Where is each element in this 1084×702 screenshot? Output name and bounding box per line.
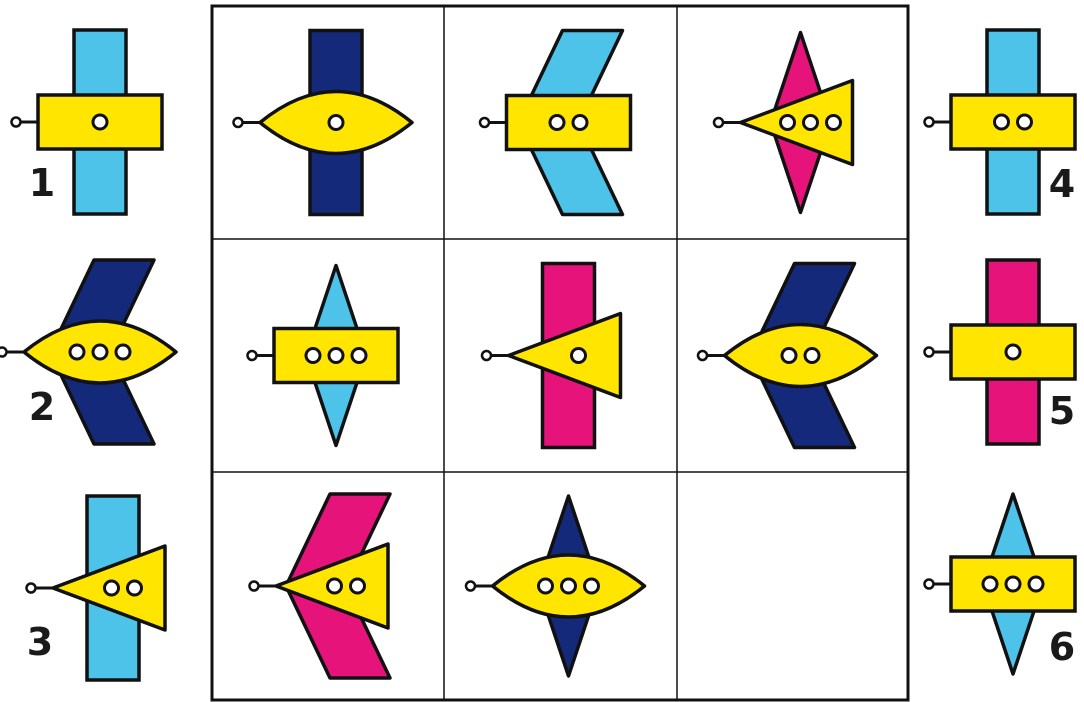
answer-option[interactable]: 2: [0, 260, 176, 444]
window-dot: [572, 349, 586, 363]
option-label: 2: [29, 385, 55, 429]
window-dot: [328, 579, 342, 593]
window-dot: [1006, 577, 1020, 591]
window-dot: [128, 581, 142, 595]
antenna-tip: [250, 582, 259, 591]
empty-cell[interactable]: [679, 474, 906, 698]
window-dot: [329, 116, 343, 130]
antenna-tip: [27, 584, 36, 593]
answer-option[interactable]: 3: [27, 496, 166, 680]
answer-option[interactable]: 6: [925, 494, 1076, 674]
window-dot: [562, 579, 576, 593]
window-dot: [329, 349, 343, 363]
window-dot: [539, 579, 553, 593]
body-rect: [507, 96, 631, 150]
window-dot: [352, 349, 366, 363]
window-dot: [351, 579, 365, 593]
option-label: 1: [29, 161, 55, 205]
antenna-tip: [482, 351, 491, 360]
answer-option[interactable]: 4: [925, 30, 1076, 214]
window-dot: [1018, 115, 1032, 129]
puzzle-grid: [212, 6, 908, 700]
window-dot: [585, 579, 599, 593]
window-dot: [827, 116, 841, 130]
antenna-tip: [234, 118, 243, 127]
window-dot: [782, 349, 796, 363]
window-dot: [70, 345, 84, 359]
antenna-tip: [698, 351, 707, 360]
option-label: 3: [27, 620, 53, 664]
option-label: 6: [1049, 625, 1075, 669]
antenna-tip: [480, 118, 489, 127]
antenna-tip: [12, 118, 21, 127]
antenna-tip: [0, 348, 7, 357]
antenna-tip: [925, 580, 934, 589]
answer-option[interactable]: 5: [925, 260, 1076, 444]
window-dot: [995, 115, 1009, 129]
window-dot: [550, 116, 564, 130]
window-dot: [93, 115, 107, 129]
answer-option[interactable]: 1: [12, 30, 163, 214]
window-dot: [983, 577, 997, 591]
window-dot: [1006, 345, 1020, 359]
window-dot: [105, 581, 119, 595]
window-dot: [306, 349, 320, 363]
antenna-tip: [925, 118, 934, 127]
option-label: 5: [1049, 389, 1075, 433]
window-dot: [573, 116, 587, 130]
antenna-tip: [925, 348, 934, 357]
window-dot: [781, 116, 795, 130]
window-dot: [93, 345, 107, 359]
window-dot: [804, 116, 818, 130]
antenna-tip: [714, 118, 723, 127]
antenna-tip: [248, 351, 257, 360]
window-dot: [805, 349, 819, 363]
body-rect: [951, 95, 1075, 149]
window-dot: [1029, 577, 1043, 591]
window-dot: [116, 345, 130, 359]
option-label: 4: [1049, 162, 1075, 206]
option-plane: [0, 260, 176, 444]
antenna-tip: [466, 582, 475, 591]
